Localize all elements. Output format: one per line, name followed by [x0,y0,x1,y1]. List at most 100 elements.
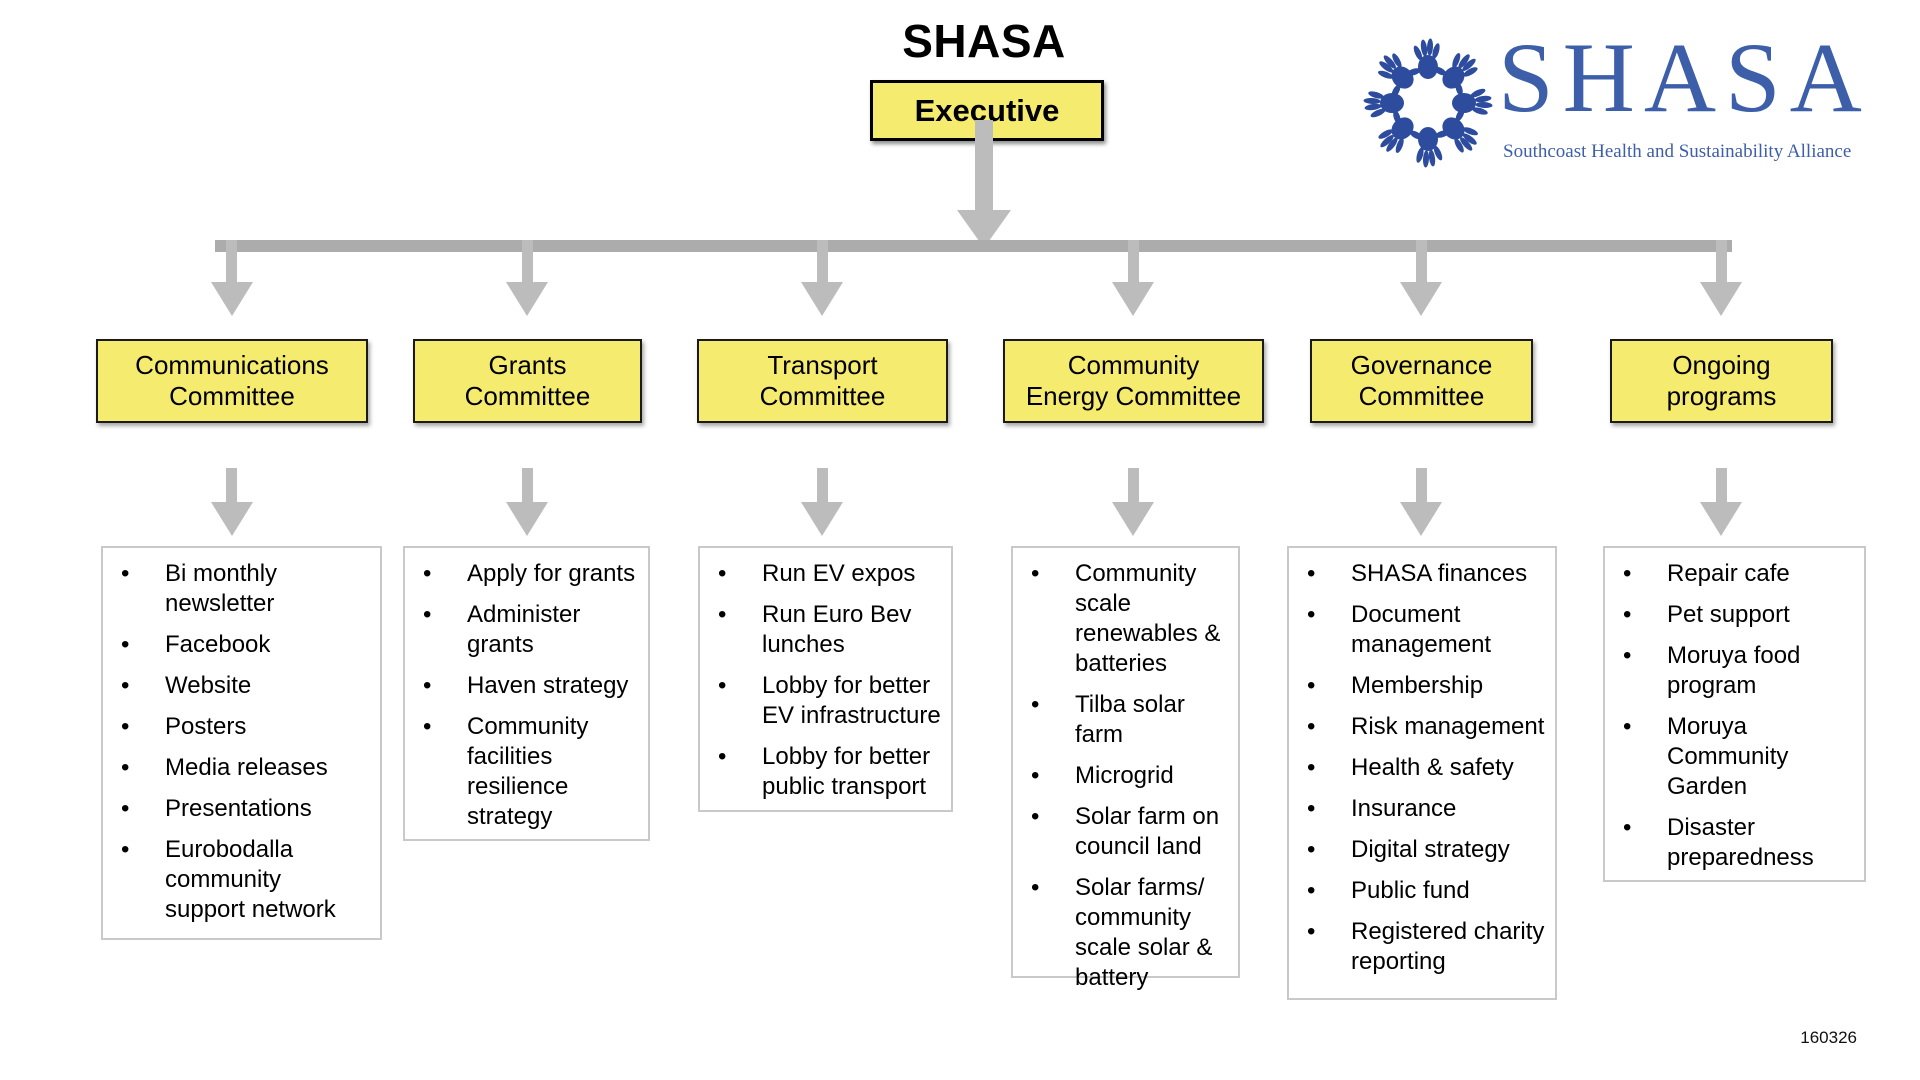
drop-arrow-shaft [1416,468,1427,502]
list-item-text: Presentations [165,795,312,822]
branch-arrow-head [1400,282,1442,316]
executive-arrow-shaft [975,120,993,210]
list-item: • Lobby for better public transport [718,742,949,802]
bullet-icon: • [718,672,727,699]
list-item: • Membership [1307,671,1553,701]
list-item-text: Community scale renewables & batteries [1075,560,1221,677]
drop-arrow-shaft [226,468,237,502]
bullet-icon: • [423,560,432,587]
drop-arrow-head [1112,502,1154,536]
bullet-icon: • [1307,713,1316,740]
list-grants: • Apply for grants • Administer grants •… [403,546,650,841]
list-item: • Administer grants [423,600,646,660]
list-item: • Microgrid [1031,761,1236,791]
list-item: • Tilba solar farm [1031,690,1236,750]
branch-arrow-shaft [226,240,237,282]
committee-box-ongoing-programs: Ongoing programs [1610,339,1833,423]
bullet-icon: • [1031,762,1040,789]
bullet-icon: • [121,795,130,822]
list-item-text: Run Euro Bev lunches [762,601,912,658]
drop-arrow-shaft [522,468,533,502]
drop-arrow-head [506,502,548,536]
drop-arrow-head [801,502,843,536]
list-item-text: Solar farms/ community scale solar & bat… [1075,874,1213,991]
page-title: SHASA [902,15,1066,67]
branch-arrow-head [211,282,253,316]
list-item-text: Registered charity reporting [1351,918,1545,975]
list-item: • Community facilities resilience strate… [423,712,646,832]
list-item: • Repair cafe [1623,559,1862,589]
bullet-icon: • [121,672,130,699]
logo-tagline: Southcoast Health and Sustainability All… [1503,141,1852,162]
bullet-icon: • [1307,754,1316,781]
list-item: • Pet support [1623,600,1862,630]
bullet-icon: • [121,631,130,658]
bullet-icon: • [1307,877,1316,904]
list-item: • Moruya food program [1623,641,1862,701]
list-communications: • Bi monthly newsletter • Facebook • Web… [101,546,382,940]
bullet-icon: • [1307,918,1316,945]
bullet-icon: • [1031,874,1040,901]
list-item-text: Digital strategy [1351,836,1510,863]
list-ongoing-programs: • Repair cafe • Pet support • Moruya foo… [1603,546,1866,882]
list-item-text: Eurobodalla community support network [165,836,336,923]
bullet-icon: • [1623,601,1632,628]
list-item: • Presentations [121,794,378,824]
bullet-icon: • [1031,691,1040,718]
bullet-icon: • [1307,836,1316,863]
branch-arrow-shaft [1416,240,1427,282]
list-item: • Disaster preparedness [1623,813,1862,873]
list-item-text: Pet support [1667,601,1790,628]
list-item-text: Apply for grants [467,560,636,587]
bullet-icon: • [121,713,130,740]
list-item: • Health & safety [1307,753,1553,783]
list-item-text: Risk management [1351,713,1545,740]
list-item: • Lobby for better EV infrastructure [718,671,949,731]
drop-arrow-head [1700,502,1742,536]
list-item-text: Posters [165,713,247,740]
bullet-icon: • [423,672,432,699]
list-governance: • SHASA finances • Document management •… [1287,546,1557,1000]
bullet-icon: • [423,713,432,740]
list-item-text: Solar farm on council land [1075,803,1220,860]
list-item-text: Administer grants [467,601,581,658]
bullet-icon: • [1623,814,1632,841]
connector-bar [215,240,1732,252]
drop-arrow-shaft [1128,468,1139,502]
list-item-text: Health & safety [1351,754,1514,781]
list-item-text: Moruya Community Garden [1667,713,1789,800]
list-community-energy: • Community scale renewables & batteries… [1011,546,1240,991]
list-item-text: Public fund [1351,877,1470,904]
list-item-text: Microgrid [1075,762,1174,789]
list-item: • Registered charity reporting [1307,917,1553,977]
list-item-text: Membership [1351,672,1484,699]
branch-arrow-head [1700,282,1742,316]
list-item: • Risk management [1307,712,1553,742]
list-item-text: Community facilities resilience strategy [467,713,589,830]
list-item-text: Document management [1351,601,1492,658]
list-item-text: Haven strategy [467,672,629,699]
bullet-icon: • [718,560,727,587]
bullet-icon: • [718,601,727,628]
bullet-icon: • [1307,795,1316,822]
list-item-text: Run EV expos [762,560,916,587]
branch-arrow-shaft [1128,240,1139,282]
branch-arrow-head [801,282,843,316]
logo-wordmark: SHASA [1498,22,1871,133]
list-item: • Apply for grants [423,559,646,589]
drop-arrow-head [211,502,253,536]
branch-arrow-shaft [817,240,828,282]
list-item: • Community scale renewables & batteries [1031,559,1236,679]
list-transport: • Run EV expos • Run Euro Bev lunches • … [698,546,953,812]
list-item: • Solar farm on council land [1031,802,1236,862]
list-item: • Posters [121,712,378,742]
list-item-text: Insurance [1351,795,1457,822]
list-item-text: Lobby for better EV infrastructure [762,672,941,729]
list-item-text: Tilba solar farm [1075,691,1185,748]
committee-box-communications: Communications Committee [96,339,368,423]
bullet-icon: • [1623,713,1632,740]
bullet-icon: • [718,743,727,770]
list-item-text: Moruya food program [1667,642,1801,699]
bullet-icon: • [1307,601,1316,628]
branch-arrow-shaft [522,240,533,282]
